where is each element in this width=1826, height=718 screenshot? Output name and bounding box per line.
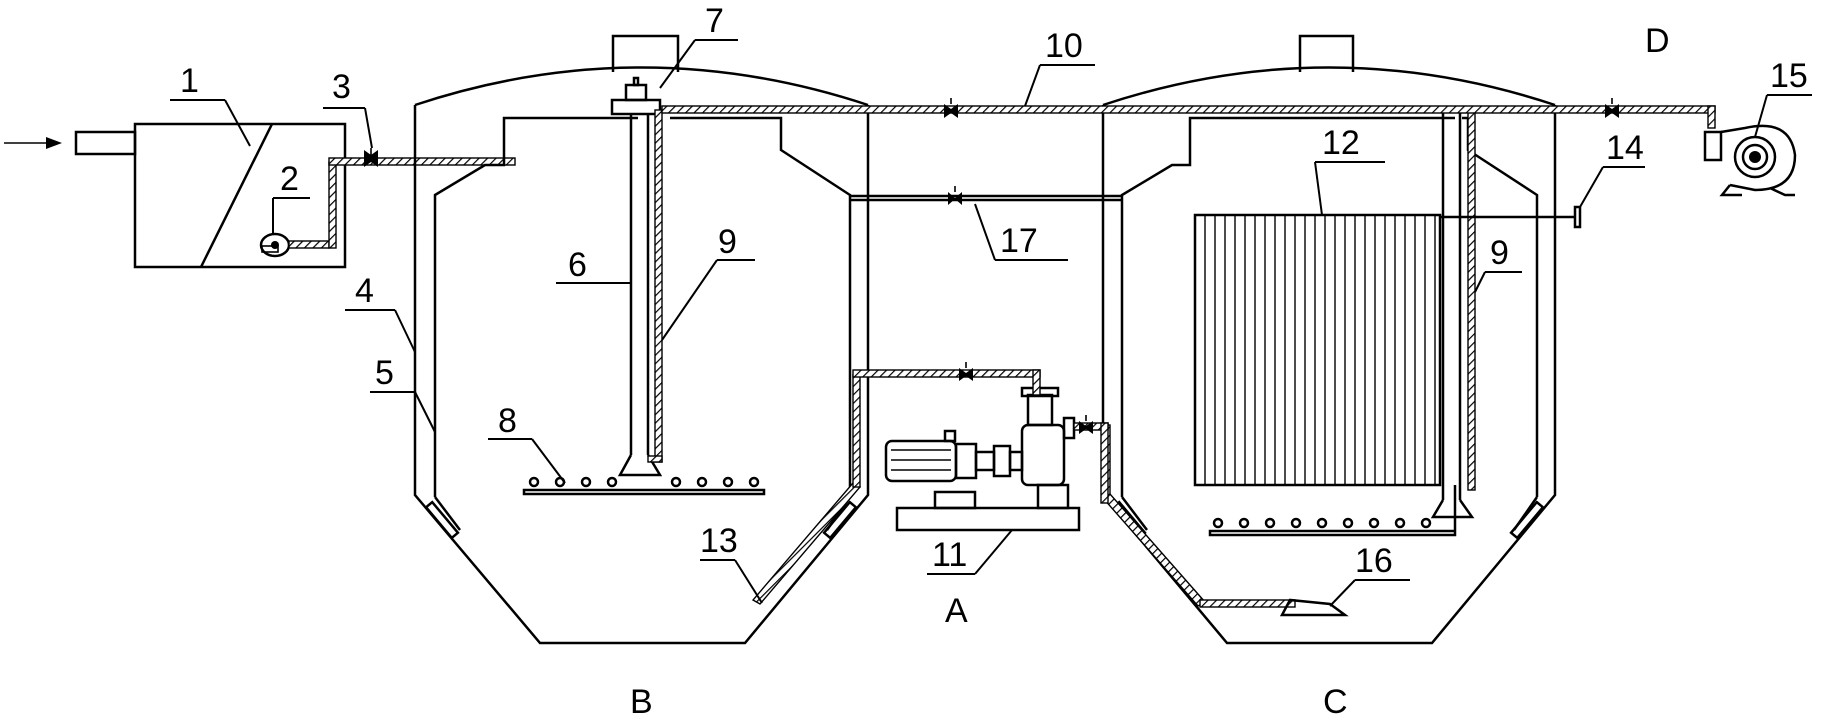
label-14: 14 xyxy=(1606,129,1644,167)
reactor-tank-b xyxy=(413,34,870,645)
air-main-pipe xyxy=(661,105,1716,129)
label-7: 7 xyxy=(705,2,724,40)
aerator-b xyxy=(522,476,766,496)
label-d: D xyxy=(1645,22,1670,60)
feed-pump xyxy=(259,232,291,258)
label-6: 6 xyxy=(568,246,587,284)
label-8: 8 xyxy=(498,402,517,440)
label-9-c: 9 xyxy=(1490,234,1509,272)
aerator-b-nozzles xyxy=(528,476,760,488)
draft-tube-c xyxy=(1430,112,1475,519)
label-15: 15 xyxy=(1770,57,1808,95)
labels: 1 2 3 4 5 6 7 8 9 10 11 12 13 9 14 15 16… xyxy=(180,2,1808,718)
recirculation-pump xyxy=(884,386,1081,532)
valve-3 xyxy=(364,148,378,167)
label-4: 4 xyxy=(355,272,374,310)
central-draft-tube xyxy=(610,76,663,477)
label-3: 3 xyxy=(332,68,351,106)
feed-pipe xyxy=(288,157,516,249)
label-a: A xyxy=(945,592,968,630)
permeate-pipe xyxy=(1440,205,1582,229)
label-c: C xyxy=(1323,683,1348,718)
leader-lines xyxy=(170,39,1812,607)
label-2: 2 xyxy=(280,160,299,198)
feed-tank xyxy=(74,122,347,269)
inlet-arrow xyxy=(4,137,62,149)
label-16: 16 xyxy=(1355,542,1393,580)
connecting-pipe xyxy=(850,194,1122,202)
label-10: 10 xyxy=(1045,27,1083,65)
valve-17 xyxy=(948,186,962,205)
label-11: 11 xyxy=(932,536,967,574)
label-5: 5 xyxy=(375,354,394,392)
label-17: 17 xyxy=(1000,222,1038,260)
label-1: 1 xyxy=(180,62,199,100)
valve-10 xyxy=(944,98,958,118)
membrane-module xyxy=(1193,213,1442,487)
label-9-b: 9 xyxy=(718,223,737,261)
blower xyxy=(1703,124,1797,197)
aerator-c-nozzles xyxy=(1212,517,1432,529)
label-13: 13 xyxy=(700,522,738,560)
valve-suction xyxy=(959,362,973,381)
label-b: B xyxy=(630,683,653,718)
membrane-fibers xyxy=(1204,215,1436,485)
valve-d xyxy=(1605,98,1619,118)
valve-discharge xyxy=(1079,415,1093,434)
aerator-c xyxy=(1208,485,1457,537)
label-12: 12 xyxy=(1322,124,1360,162)
air-pipe-b xyxy=(647,109,663,463)
air-pipe-c xyxy=(1467,109,1476,491)
